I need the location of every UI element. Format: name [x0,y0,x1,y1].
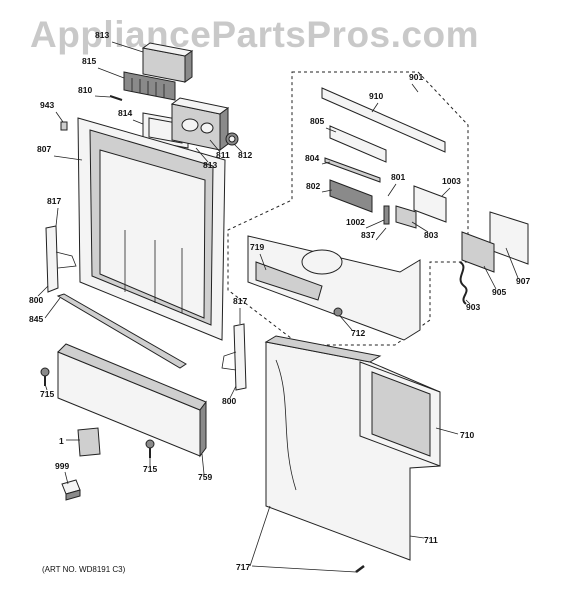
part-845-strip [56,293,187,369]
callout-903: 903 [466,302,480,312]
callout-759: 759 [198,472,212,482]
callout-817a: 817 [47,196,61,206]
part-907-bracket [489,211,529,265]
part-905-board [461,231,495,273]
part-719-console [247,235,421,341]
callout-1: 1 [59,436,64,446]
callout-807: 807 [37,144,51,154]
callout-804: 804 [305,153,319,163]
art-number: (ART NO. WD8191 C3) [42,565,126,574]
part-1003-cover [413,185,447,223]
part-1-manual [77,427,101,457]
callout-815: 815 [82,56,96,66]
callout-810: 810 [78,85,92,95]
part-807-inner-door [77,117,226,341]
part-800-hinge-right [221,323,247,391]
callout-837: 837 [361,230,375,240]
callout-715a: 715 [40,389,54,399]
callout-1002: 1002 [346,217,365,227]
part-910-bracket [321,87,446,153]
part-805-bracket [329,125,387,163]
callout-labels: 813 815 810 943 814 807 811 812 813 817 800 845 715 1… [29,30,530,572]
callout-719: 719 [250,242,264,252]
callout-801: 801 [391,172,405,182]
part-715-screw-left [40,367,50,386]
callout-717: 717 [236,562,250,572]
part-717-screw [355,565,365,573]
control-panel-group-boundary [227,71,469,346]
part-800-hinge-left [45,225,77,293]
callout-999: 999 [55,461,69,471]
part-837-connector [383,205,390,225]
callout-901: 901 [409,72,423,82]
part-802-board [329,179,373,213]
callout-845: 845 [29,314,43,324]
part-804-rail [324,157,381,183]
callout-812: 812 [238,150,252,160]
callout-813b: 813 [203,160,217,170]
part-943 [60,121,68,131]
callout-712: 712 [351,328,365,338]
callout-907: 907 [516,276,530,286]
callout-800b: 800 [222,396,236,406]
callout-813a: 813 [95,30,109,40]
watermark: AppliancePartsPros.com [30,14,479,55]
part-999-block [61,479,81,501]
callout-943: 943 [40,100,54,110]
callout-814: 814 [118,108,132,118]
callout-805: 805 [310,116,324,126]
callout-803: 803 [424,230,438,240]
callout-800a: 800 [29,295,43,305]
callout-910: 910 [369,91,383,101]
part-803-switch [395,205,417,229]
part-710-frame [359,361,441,467]
callout-710: 710 [460,430,474,440]
leader-lines [37,41,519,573]
callout-817b: 817 [233,296,247,306]
part-810-screw [109,95,123,101]
part-715-screw-right [145,439,155,458]
part-815-vent [123,71,176,101]
callout-1003: 1003 [442,176,461,186]
part-759-kickplate [57,343,207,458]
callout-811: 811 [216,150,230,160]
callout-905: 905 [492,287,506,297]
part-813-handle-top [141,42,194,83]
part-811-module [170,97,230,151]
callout-802: 802 [306,181,320,191]
part-903-harness [459,261,468,305]
callout-715b: 715 [143,464,157,474]
part-812-knob [225,132,239,146]
callout-711: 711 [424,535,438,545]
